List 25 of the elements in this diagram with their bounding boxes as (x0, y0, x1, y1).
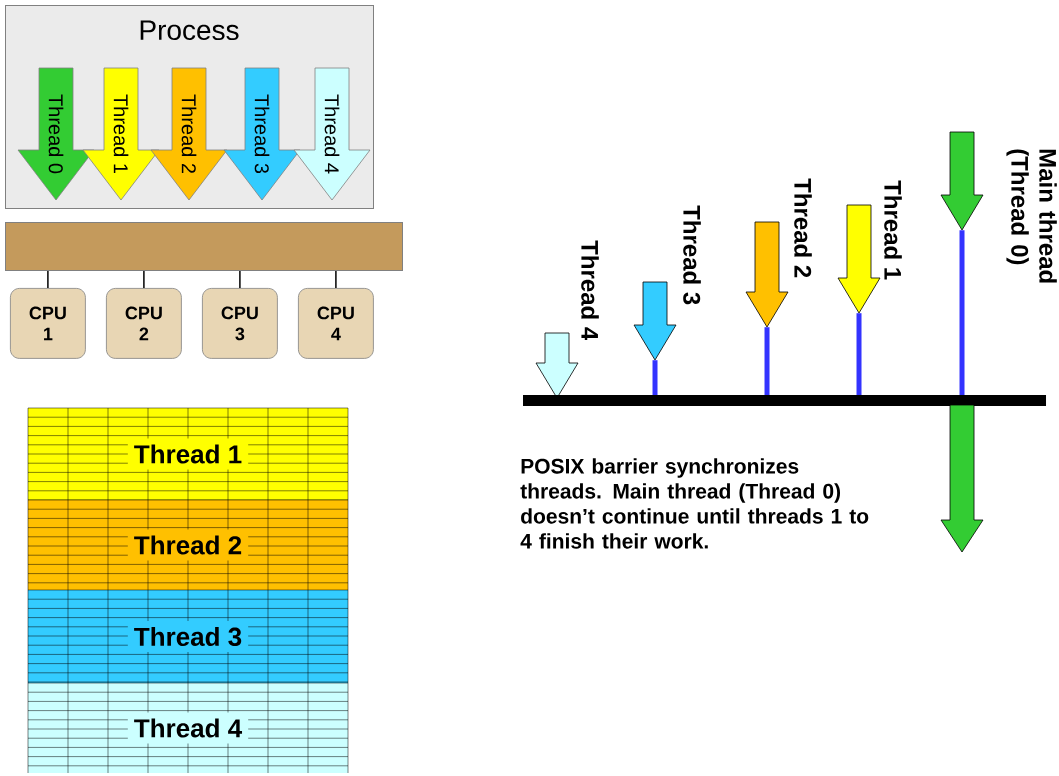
cpu-box: CPU 3 (202, 288, 278, 359)
thread-label: Main thread (Thread 0) (1006, 149, 1057, 283)
connector-line (239, 270, 241, 289)
thread-label: Thread 3 (683, 205, 701, 305)
thread-label: Thread 4 (581, 240, 599, 341)
down-arrow (940, 404, 984, 553)
connector-line (959, 230, 965, 395)
memory-band: Thread 1 (27, 407, 349, 501)
cpu-box: CPU 4 (298, 288, 374, 359)
memory-band: Thread 2 (27, 499, 349, 591)
thread-label: Thread 2 (794, 178, 812, 278)
connector-line (143, 270, 145, 289)
connector-line (856, 313, 862, 395)
connector-line (764, 327, 770, 395)
cpu-box: CPU 2 (106, 288, 182, 359)
barrier-bar (523, 395, 1046, 406)
os-bar (5, 222, 403, 271)
cpu-box: CPU 1 (10, 288, 86, 359)
connector-line (47, 270, 49, 289)
connector-line (335, 270, 337, 289)
caption-text: POSIX barrier synchronizes threads. Main thread (Thread 0) doesn’t continue until threads 1 to 4 finish their work. (520, 458, 869, 549)
connector-line (652, 360, 658, 395)
thread-label: Thread 1 (884, 180, 902, 280)
memory-band: Thread 4 (27, 682, 349, 774)
memory-band: Thread 3 (27, 589, 349, 684)
